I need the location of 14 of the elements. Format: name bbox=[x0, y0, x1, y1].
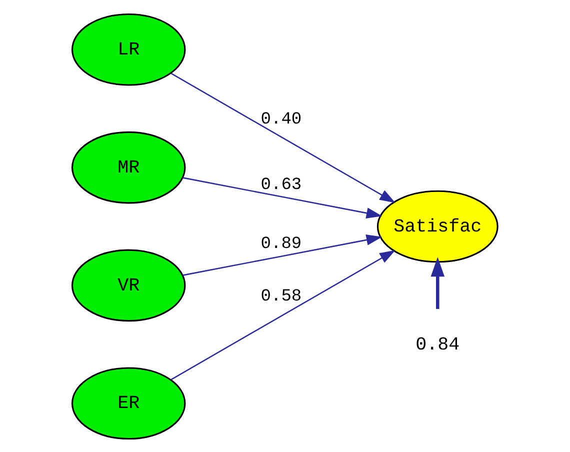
node-ellipse: ER bbox=[71, 366, 186, 440]
arrow bbox=[170, 250, 396, 380]
node-text: 0.84 bbox=[416, 334, 460, 355]
node-ellipse: MR bbox=[71, 130, 186, 204]
edge-label: 0.58 bbox=[260, 286, 302, 306]
edge-label: 0.89 bbox=[260, 234, 302, 254]
arrow bbox=[170, 72, 396, 202]
arrow bbox=[430, 256, 445, 308]
arrow bbox=[182, 234, 382, 276]
arrow bbox=[182, 176, 382, 218]
edge-label: 0.40 bbox=[260, 110, 302, 130]
node-ellipse: LR bbox=[71, 12, 186, 86]
node-ellipse: VR bbox=[71, 248, 186, 322]
edge-label: 0.63 bbox=[260, 176, 302, 195]
